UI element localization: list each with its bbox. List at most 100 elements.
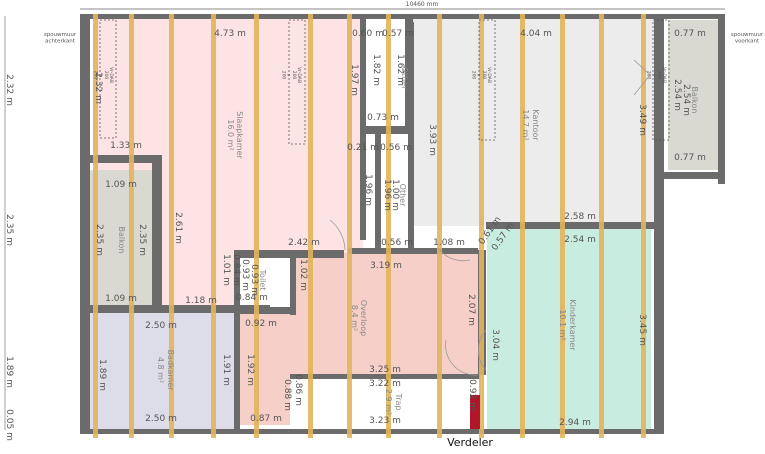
beam-7: [347, 14, 352, 438]
dimension-label: 1.82 m: [371, 54, 381, 86]
radiator-label-2: Vr-DAB200x200: [280, 67, 302, 83]
dimension-label: 2.61 m: [173, 212, 183, 244]
room-area-overloop: 8.4 m²: [350, 305, 359, 331]
door-kinderkamer: [477, 329, 487, 371]
dimension-label: 1.96 m: [382, 179, 392, 211]
beam-9: [437, 14, 442, 438]
side-dim-2: 2.35 m: [4, 214, 14, 246]
room-balkon-right-fill[interactable]: [668, 20, 718, 170]
dimension-label: 2.58 m: [564, 212, 596, 222]
beams: [93, 14, 646, 438]
radiator-1: [99, 19, 117, 139]
dimension-label: 1.33 m: [110, 141, 142, 151]
room-overloop-fill-2[interactable]: [240, 310, 290, 425]
beam-6: [308, 14, 313, 438]
beam-3: [169, 14, 174, 438]
verdeler-marker[interactable]: [470, 395, 480, 429]
room-area-badkamer: 4.8 m²: [156, 357, 165, 383]
door-balkon: [633, 59, 651, 96]
dimension-label: 3.49 m: [637, 104, 647, 136]
door-trap: [445, 339, 479, 376]
dimension-label: 1.02 m: [298, 259, 308, 291]
room-name-toilet: Toilet: [258, 269, 267, 291]
dimension-label: 1.97 m: [349, 64, 359, 96]
dimension-label: 1.09 m: [105, 294, 137, 304]
dimension-label: 0.56 m: [381, 238, 413, 248]
room-balkon-left-fill[interactable]: [90, 170, 152, 306]
total-width-label: 10460 mm: [406, 1, 439, 8]
dimension-label: 2.35 m: [137, 224, 147, 256]
dimension-label: 2.54 m: [564, 235, 596, 245]
dimension-label: 0.57 m: [382, 29, 414, 39]
door-kantoor: [439, 249, 471, 262]
dimension-label: 0.92 m: [245, 319, 277, 329]
dimension-label: 3.45 m: [637, 314, 647, 346]
beam-4: [211, 14, 216, 438]
dimension-label: 0.77 m: [674, 153, 706, 163]
room-name-overloop: Overloop: [359, 300, 368, 336]
dimension-label: 1.18 m: [185, 296, 217, 306]
dimension-label: 2.54 m: [681, 84, 691, 116]
dimension-label: 0.21 m: [347, 143, 379, 153]
dimension-label: 4.04 m: [520, 29, 552, 39]
radiator-label-1: Vr-DAB200x200: [92, 67, 114, 83]
beam-10: [479, 14, 484, 438]
dimension-label: 2.54 m: [672, 79, 682, 111]
dimension-label: 0.86 m: [293, 374, 303, 406]
room-toilet-fill[interactable]: [240, 257, 290, 309]
dimension-label: 2.42 m: [288, 238, 320, 248]
beam-13: [599, 14, 604, 438]
room-name-trap: Trap: [394, 393, 403, 411]
door-slaapkamer: [329, 219, 346, 251]
room-area-trap: 2.9 m²: [384, 389, 393, 415]
room-other2-fill[interactable]: [380, 146, 410, 242]
dimension-label: 2.35 m: [94, 224, 104, 256]
dimension-label: 2.07 m: [466, 294, 476, 326]
dimension-label: 0.88 m: [282, 379, 292, 411]
dimension-label: 4.73 m: [214, 29, 246, 39]
room-kantoor-fill[interactable]: [413, 18, 663, 226]
radiator-2: [288, 19, 306, 145]
room-trap-fill[interactable]: [292, 376, 478, 429]
room-name-balkon-right: Balkon: [690, 87, 699, 114]
dimension-label: 0.87 m: [250, 414, 282, 424]
room-kinderkamer-fill[interactable]: [487, 228, 651, 432]
dimension-label: 1.00 m: [390, 179, 400, 211]
radiator-label-3: Vr-DAB200x200: [470, 67, 492, 83]
radiator-3: [478, 19, 496, 141]
room-name-kinderkamer: Kinderkamer: [568, 299, 577, 351]
side-dimensions: 2.32 m 2.35 m 1.89 m 0.05 m: [4, 16, 14, 441]
side-dim-1: 2.32 m: [4, 74, 14, 106]
side-dim-3: 1.89 m: [4, 356, 14, 388]
dimension-label: 1.62 m: [395, 54, 405, 86]
dimension-label: 0.93 m: [240, 259, 250, 291]
room-name-badkamer: Badkamer: [166, 350, 175, 392]
beam-11: [520, 14, 525, 438]
dimension-label: 1.89 m: [97, 359, 107, 391]
dimension-label: 1.08 m: [433, 238, 465, 248]
dimension-label: 0.93 m: [249, 264, 259, 296]
verdeler-label: Verdeler: [447, 436, 493, 449]
beam-14: [641, 14, 646, 438]
room-name-other2: Other: [398, 184, 407, 207]
room-name-kantoor: Kantoor: [531, 109, 540, 141]
dimension-label: 0.77 m: [674, 29, 706, 39]
dimension-label: 2.50 m: [145, 321, 177, 331]
dimension-label: 3.04 m: [490, 329, 500, 361]
walls: [80, 14, 725, 434]
dimension-label: 1.01 m: [221, 254, 231, 286]
beam-8: [386, 14, 391, 438]
dimension-label: 3.25 m: [369, 365, 401, 375]
room-area-slaapkamer: 16.0 m²: [226, 119, 235, 150]
dimension-label: 0.60 m: [352, 29, 384, 39]
beam-12: [560, 14, 565, 438]
dimension-label: 2.50 m: [145, 414, 177, 424]
beam-2: [129, 14, 134, 438]
dimension-label: 3.19 m: [370, 261, 402, 271]
room-name-slaapkamer: Slaapkamer: [235, 111, 244, 159]
dimension-label: 2.94 m: [559, 418, 591, 428]
